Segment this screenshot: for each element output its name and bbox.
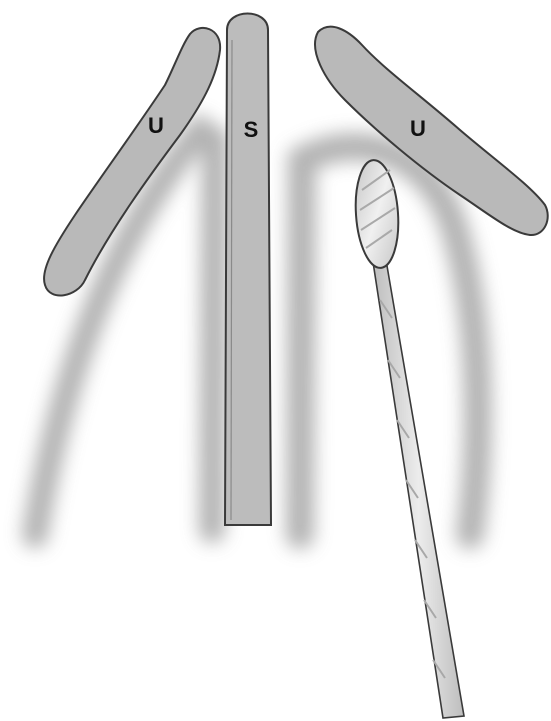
left-structure-label: U [148, 113, 164, 138]
right-structure-label: U [410, 116, 426, 141]
swab-tip [352, 159, 401, 270]
swab-stick [373, 260, 464, 718]
center-structure-label: S [244, 117, 259, 142]
